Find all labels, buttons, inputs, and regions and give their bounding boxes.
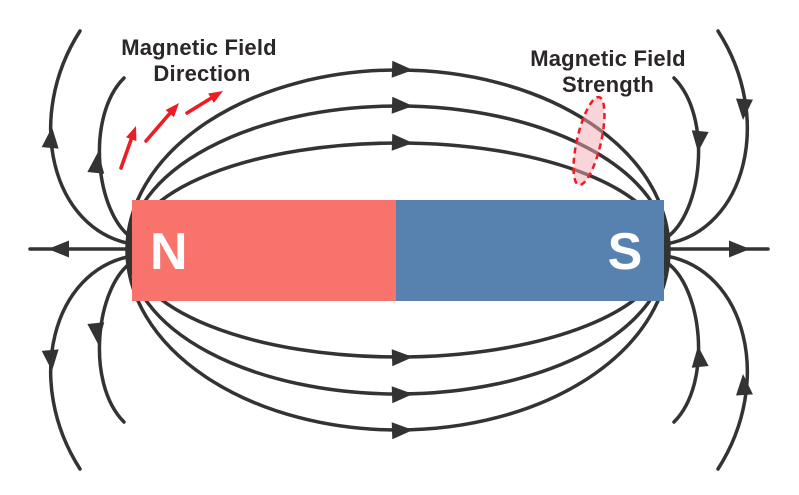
field-line-right-top-outer [664, 29, 749, 246]
direction-arrow-2-head-icon [165, 103, 179, 118]
arrowhead-right-bottom-inner [691, 346, 709, 368]
arrowhead-right-top-inner [691, 130, 709, 152]
arrowhead-axis-left [48, 240, 69, 258]
arrowhead-top-middle-loop [391, 96, 413, 114]
direction-arrows [119, 91, 223, 170]
direction-caption-line1: Magnetic Field [121, 35, 277, 60]
south-pole-label: S [608, 223, 643, 281]
direction-arrow-1-shaft [119, 135, 134, 170]
arrowhead-top-inner-loop [391, 133, 413, 151]
strength-highlight-ellipse [572, 95, 606, 187]
direction-caption-line2: Direction [153, 61, 250, 86]
arrowhead-left-bottom-inner [87, 322, 105, 344]
direction-arrow-3-head-icon [208, 91, 223, 103]
arrowhead-right-bottom-outer [735, 374, 753, 396]
north-pole-label: N [150, 223, 188, 281]
bar-magnet: N S [132, 200, 664, 301]
arrowhead-right-top-outer [735, 98, 753, 120]
field-line-left-bottom-inner [97, 260, 134, 424]
arrowhead-bottom-middle-loop [391, 386, 413, 404]
field-line-right-bottom-inner [664, 260, 701, 424]
flow-arrowheads [41, 60, 753, 440]
field-line-right-top-inner [664, 76, 701, 240]
north-pole-block [132, 200, 396, 301]
direction-caption: Magnetic Field Direction [121, 35, 277, 86]
field-line-left-top-outer [49, 29, 134, 246]
field-line-left-top-inner [97, 76, 134, 240]
arrowhead-left-top-inner [87, 152, 105, 174]
strength-caption-line1: Magnetic Field [530, 46, 686, 71]
direction-arrow-1-head-icon [126, 126, 137, 142]
arrowhead-left-bottom-outer [41, 349, 59, 371]
field-line-right-bottom-outer [664, 254, 749, 471]
direction-arrow-2-shaft [144, 110, 173, 143]
south-pole-block [396, 200, 664, 301]
strength-caption: Magnetic Field Strength [530, 46, 686, 97]
arrowhead-bottom-outer-loop [391, 422, 413, 440]
arrowhead-bottom-inner-loop [391, 349, 413, 367]
direction-arrow-3-shaft [185, 95, 215, 115]
arrowhead-left-top-outer [41, 127, 59, 149]
strength-caption-line2: Strength [562, 72, 654, 97]
field-line-left-bottom-outer [49, 254, 134, 471]
arrowhead-top-outer-loop [391, 60, 413, 78]
arrowhead-axis-right [729, 240, 750, 258]
